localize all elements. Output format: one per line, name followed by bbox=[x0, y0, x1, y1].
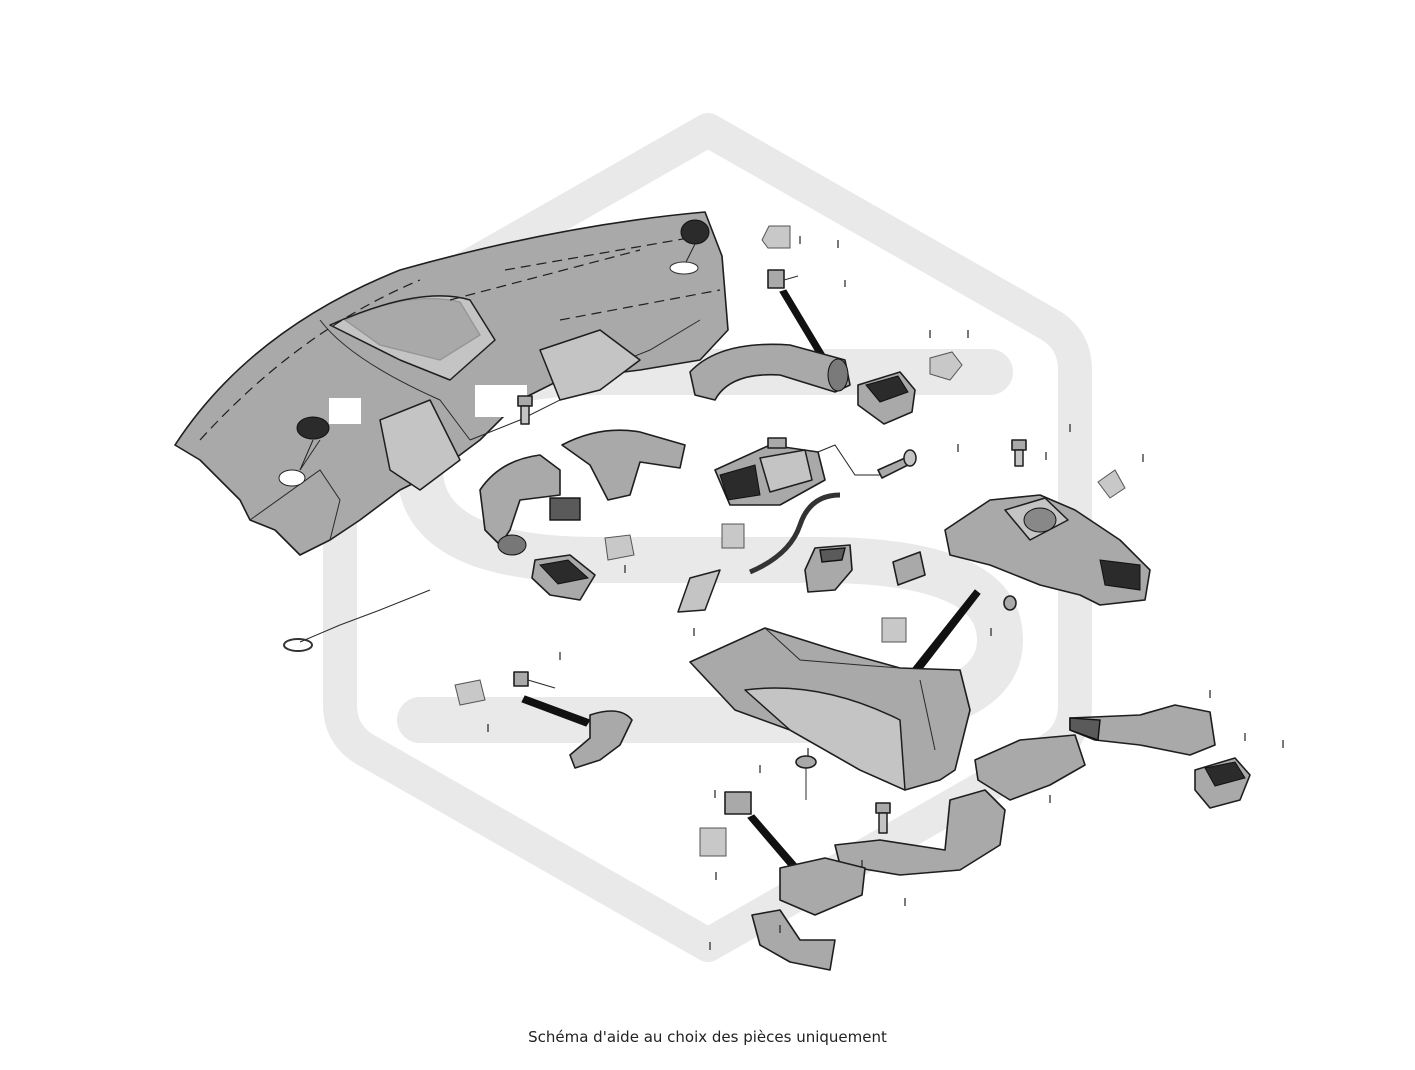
top-clip-part[interactable] bbox=[761, 225, 829, 363]
top-vent-part[interactable] bbox=[669, 219, 710, 275]
reference-tick-marks bbox=[487, 236, 1284, 950]
screw-part[interactable] bbox=[877, 449, 917, 479]
flat-panel-part[interactable] bbox=[677, 569, 721, 613]
diagram-caption: Schéma d'aide au choix des pièces unique… bbox=[528, 1028, 887, 1046]
left-vent-part[interactable] bbox=[296, 416, 330, 471]
spring-bolt-part[interactable] bbox=[795, 755, 817, 800]
console-bracket-part[interactable] bbox=[751, 857, 866, 971]
left-console-duct[interactable] bbox=[479, 429, 686, 556]
center-console-frame[interactable] bbox=[714, 437, 880, 549]
lower-bolt-part[interactable] bbox=[875, 802, 891, 834]
bolt-part[interactable] bbox=[517, 395, 533, 425]
left-lower-vent[interactable] bbox=[531, 534, 635, 601]
upper-air-duct[interactable] bbox=[689, 343, 851, 401]
lower-left-clip[interactable] bbox=[454, 671, 633, 769]
lower-center-clip[interactable] bbox=[699, 791, 801, 873]
right-upper-vent[interactable] bbox=[857, 351, 963, 425]
floor-duct-part[interactable] bbox=[834, 734, 1086, 876]
dashboard-main-panel[interactable] bbox=[174, 211, 729, 556]
glove-box-panel[interactable] bbox=[689, 627, 971, 791]
middle-small-duct[interactable] bbox=[804, 544, 853, 593]
cable-part[interactable] bbox=[283, 589, 431, 652]
actuator-part[interactable] bbox=[881, 551, 926, 643]
right-side-duct[interactable] bbox=[1069, 704, 1251, 809]
hvac-unit[interactable] bbox=[944, 439, 1151, 611]
hose-part[interactable] bbox=[749, 492, 841, 575]
